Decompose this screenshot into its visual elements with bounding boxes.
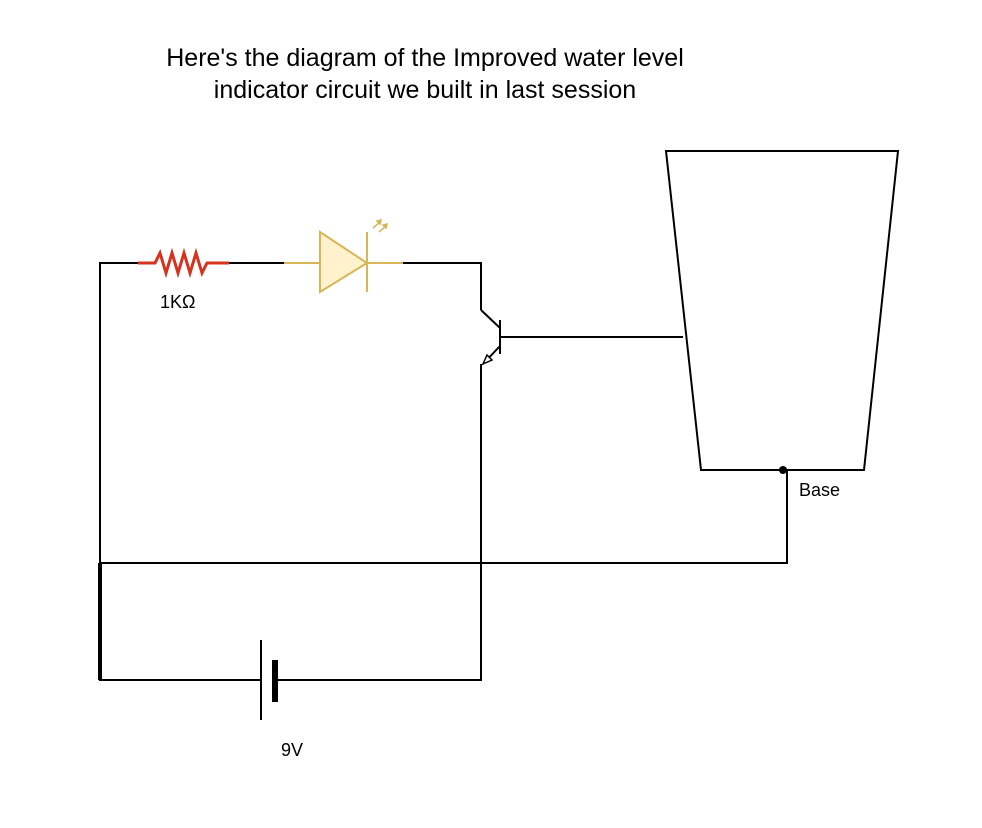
diagram-title: Here's the diagram of the Improved water… [100,42,750,106]
battery-label: 9V [281,740,304,760]
base-probe-junction [779,466,787,474]
transistor-symbol [480,309,501,366]
base-probe-label: Base [799,480,841,500]
light-emission-arrows-icon [372,218,389,233]
resistor-label: 1KΩ [160,292,196,312]
battery-symbol [260,640,290,720]
resistor-symbol [138,247,229,279]
wire-common [100,470,788,564]
water-container [664,150,900,471]
wire-emitter-battery [275,364,482,681]
wire-battery-left [99,563,261,681]
wire-led-collector [403,262,482,310]
title-line-2: indicator circuit we built in last sessi… [213,76,637,104]
wire-left-top [99,262,138,563]
title-line-1: Here's the diagram of the Improved water… [166,44,684,72]
wires [99,262,788,681]
led-symbol [284,218,403,294]
